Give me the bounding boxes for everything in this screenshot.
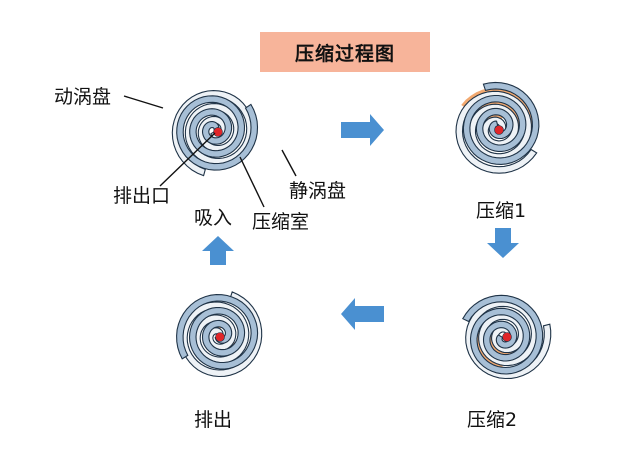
flow-arrow-down	[487, 228, 519, 258]
stage-caption-compress1: 压缩1	[476, 200, 527, 222]
flow-arrow-left	[341, 298, 384, 330]
fixed-scroll-label: 静涡盘	[289, 180, 347, 202]
stage-caption-discharge: 排出	[194, 409, 233, 431]
leader-discharge-port	[159, 132, 216, 187]
scroll-unit-discharge	[176, 291, 263, 378]
leader-compression-chamber	[239, 156, 265, 208]
discharge-port-dot	[215, 332, 225, 342]
flow-arrow-right	[341, 114, 384, 146]
discharge-port-label: 排出口	[113, 185, 171, 207]
leader-moving-scroll	[123, 95, 164, 109]
scroll-unit-compress2	[462, 294, 552, 380]
discharge-port-dot	[494, 125, 504, 135]
discharge-port-dot	[213, 127, 223, 137]
compression-chamber-label: 压缩室	[252, 211, 310, 233]
title-banner: 压缩过程图	[260, 32, 430, 72]
leader-fixed-scroll	[281, 149, 297, 177]
stage-caption-intake: 吸入	[194, 207, 233, 229]
page-title: 压缩过程图	[294, 42, 395, 65]
discharge-port-dot	[502, 332, 512, 342]
moving-scroll-wall	[176, 95, 259, 171]
moving-scroll-wall	[462, 294, 544, 375]
scroll-unit-compress1	[455, 81, 540, 174]
moving-scroll-label: 动涡盘	[54, 86, 112, 108]
moving-scroll-wall	[462, 81, 540, 165]
moving-scroll-wall	[176, 294, 259, 370]
stage-caption-compress2: 压缩2	[467, 409, 518, 431]
flow-arrow-up	[202, 236, 234, 265]
